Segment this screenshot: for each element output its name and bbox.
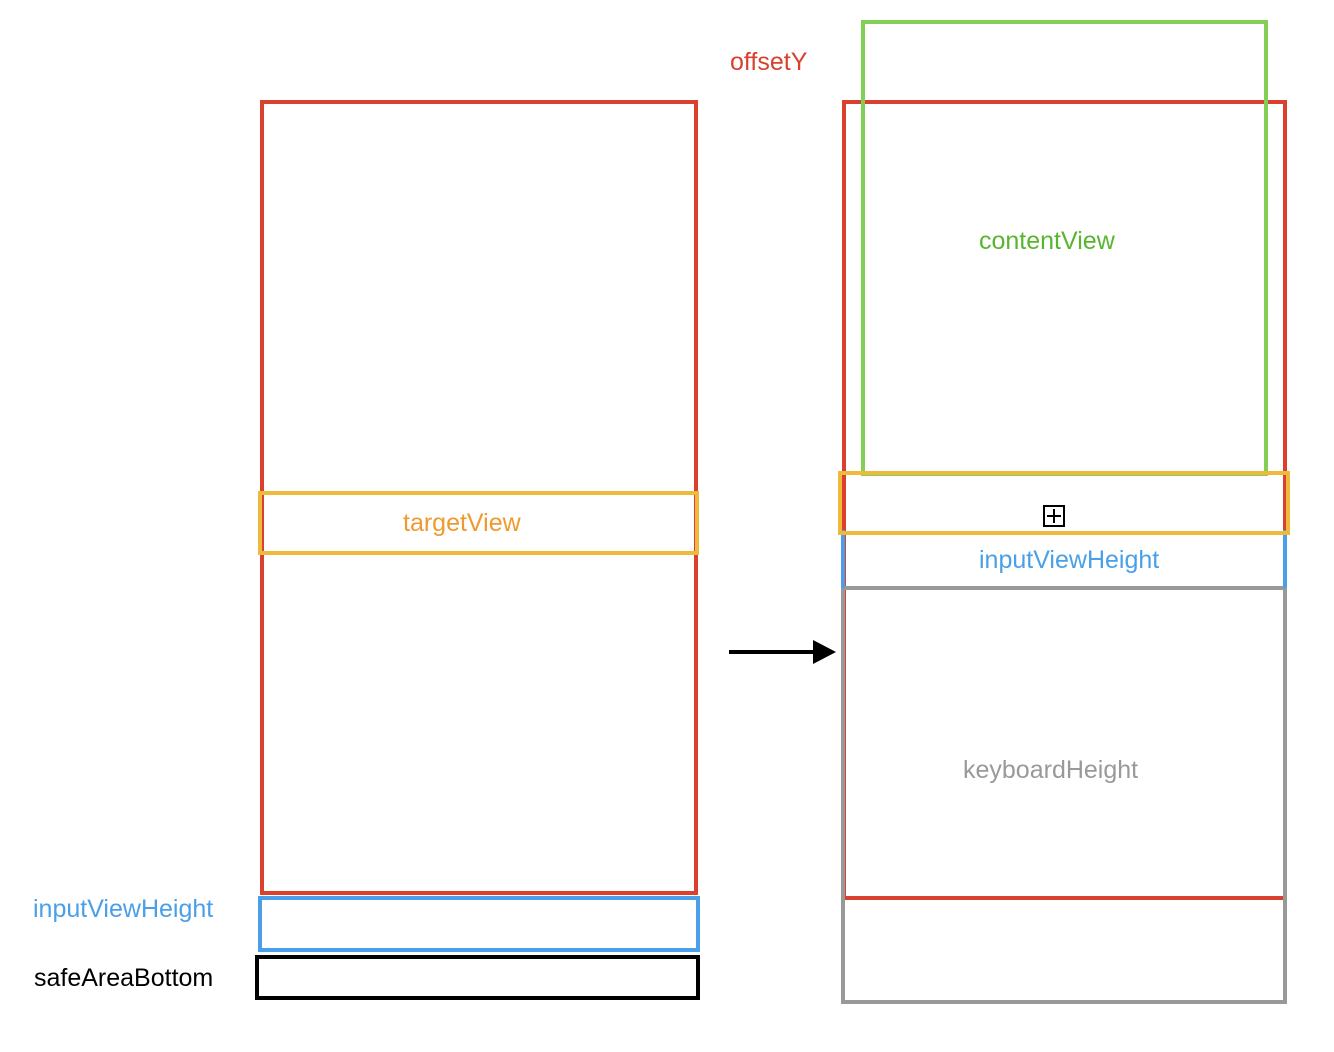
right-arrow-icon xyxy=(729,640,836,664)
right-screen-bottom-line xyxy=(844,896,1284,900)
left-safe-area-bottom-label: safeAreaBottom xyxy=(34,964,214,992)
keyboard-height-label: keyboardHeight xyxy=(963,756,1139,784)
keyboard-box xyxy=(841,586,1287,1004)
left-safe-area-box xyxy=(255,955,700,1000)
left-input-view-height-label: inputViewHeight xyxy=(33,895,214,923)
right-input-view-box xyxy=(841,530,1287,588)
right-input-view-height-label: inputViewHeight xyxy=(979,546,1160,574)
content-view-label: contentView xyxy=(979,227,1115,255)
offset-y-label: offsetY xyxy=(730,48,808,76)
left-target-view-label: targetView xyxy=(403,509,521,537)
left-target-view-box xyxy=(258,491,699,555)
right-target-view-box xyxy=(838,471,1290,535)
right-screen-box xyxy=(842,100,1287,900)
plus-box-icon xyxy=(1043,505,1065,527)
left-input-view-box xyxy=(258,896,700,952)
